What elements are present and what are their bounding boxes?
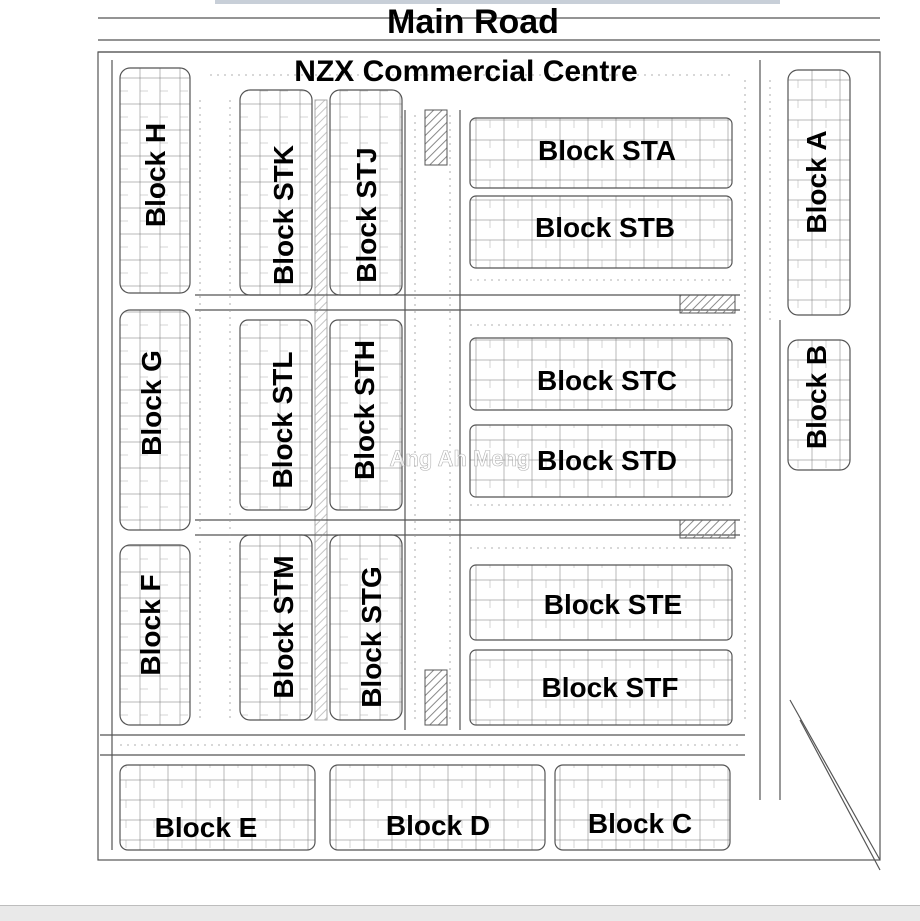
block-stj-label: Block STJ [351, 147, 382, 282]
block-c-label: Block C [588, 808, 692, 839]
block-stg-label: Block STG [356, 566, 387, 708]
block-h-outline [119, 67, 191, 294]
block-e-outline [119, 764, 316, 851]
block-sth-label: Block STH [349, 340, 380, 480]
block-stb-label: Block STB [535, 212, 675, 243]
block-sta-label: Block STA [538, 135, 676, 166]
block-stk-outline [239, 89, 313, 296]
block-stc-outline [469, 337, 733, 411]
block-stm-label: Block STM [268, 555, 299, 698]
block-stm-outline [239, 534, 313, 721]
block-std-label: Block STD [537, 445, 677, 476]
block-g-label: Block G [136, 350, 167, 456]
block-stl-label: Block STL [267, 352, 298, 489]
block-stc-label: Block STC [537, 365, 677, 396]
watermark-text: Ang Ah Meng [390, 446, 531, 471]
block-sth-outline [329, 319, 403, 511]
block-stk-label: Block STK [268, 145, 299, 285]
block-ste-label: Block STE [544, 589, 682, 620]
block-e-label: Block E [155, 812, 258, 843]
block-stf-outline [469, 649, 733, 726]
block-stg-outline [329, 534, 403, 721]
block-std-outline [469, 424, 733, 498]
parking-lines [120, 74, 771, 746]
block-d-label: Block D [386, 810, 490, 841]
block-stb-outline [469, 195, 733, 269]
block-d-outline [329, 764, 546, 851]
block-g-outline [119, 309, 191, 531]
block-stj-outline [329, 89, 403, 296]
block-a-label: Block A [801, 130, 832, 233]
block-h-label: Block H [140, 123, 171, 227]
block-b-outline [787, 339, 851, 471]
top-strip [215, 0, 780, 4]
block-b-label: Block B [801, 345, 832, 449]
block-stl-outline [239, 319, 313, 511]
block-c-outline [554, 764, 731, 851]
block-f-label: Block F [135, 574, 166, 675]
block-a-outline [787, 69, 851, 316]
map-subtitle: NZX Commercial Centre [294, 55, 637, 88]
block-ste-outline [469, 564, 733, 641]
block-sta-outline [469, 117, 733, 189]
hatched-areas [314, 99, 736, 726]
bottom-bar [0, 905, 920, 921]
block-outlines [119, 67, 851, 851]
block-stf-label: Block STF [542, 672, 679, 703]
map-title: Main Road [387, 3, 559, 41]
block-f-outline [119, 544, 191, 726]
